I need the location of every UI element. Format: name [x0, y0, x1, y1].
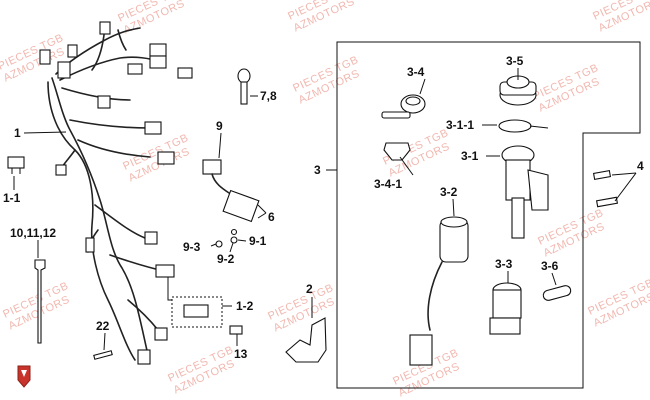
callout-9-3: 9-3	[183, 240, 201, 254]
seat-lock-cap-part	[499, 75, 537, 106]
callout-13: 13	[234, 347, 248, 361]
lock-cylinder-part	[381, 94, 426, 119]
callout-labels: 1 1-1 1-2 2 3 3-1 3-1-1 3-2 3-3 3-4 3-4-…	[3, 54, 644, 361]
callout-9: 9	[216, 119, 223, 133]
callout-22: 22	[96, 319, 110, 333]
spring-part	[542, 285, 572, 301]
callout-9-2: 9-2	[217, 252, 235, 266]
seat-lock-part	[489, 282, 522, 335]
callout-7-8: 7,8	[260, 89, 277, 103]
callout-3-1-1: 3-1-1	[446, 118, 474, 132]
clip-part	[229, 325, 243, 335]
callout-3-2: 3-2	[440, 185, 458, 199]
washer-part	[230, 236, 238, 244]
fuse-part	[7, 156, 25, 174]
bracket-part	[285, 317, 327, 363]
gasket-part	[498, 119, 549, 133]
callout-3-4: 3-4	[407, 65, 425, 79]
pin-part	[93, 350, 113, 360]
callout-10-11-12: 10,11,12	[10, 226, 56, 240]
callout-3-6: 3-6	[541, 259, 559, 273]
nut-part	[230, 228, 238, 236]
connector-part	[183, 304, 209, 318]
callout-9-1: 9-1	[249, 234, 267, 248]
leader-lines	[13, 68, 637, 351]
screw-part	[215, 240, 223, 248]
callout-1-1: 1-1	[3, 191, 21, 205]
main-switch-part	[409, 216, 469, 366]
cable-tie-part	[34, 259, 46, 344]
callout-3: 3	[314, 163, 321, 177]
bolt-part	[592, 170, 619, 208]
connector-detail-box	[171, 296, 223, 328]
callout-3-1: 3-1	[461, 149, 479, 163]
callout-3-5: 3-5	[506, 54, 524, 68]
key-part	[237, 68, 251, 105]
harness-connectors	[39, 21, 193, 365]
callout-3-3: 3-3	[495, 257, 513, 271]
ignition-group-frame	[336, 41, 641, 389]
callout-2: 2	[306, 282, 313, 296]
callout-6: 6	[268, 210, 275, 224]
callout-4: 4	[637, 159, 644, 173]
azmotors-logo	[17, 365, 31, 388]
wire-harness	[47, 27, 169, 361]
callout-1: 1	[14, 126, 21, 140]
regulator-part	[202, 159, 260, 223]
callout-1-2: 1-2	[236, 299, 254, 313]
ignition-switch-part	[501, 145, 549, 239]
callout-3-4-1: 3-4-1	[374, 177, 402, 191]
